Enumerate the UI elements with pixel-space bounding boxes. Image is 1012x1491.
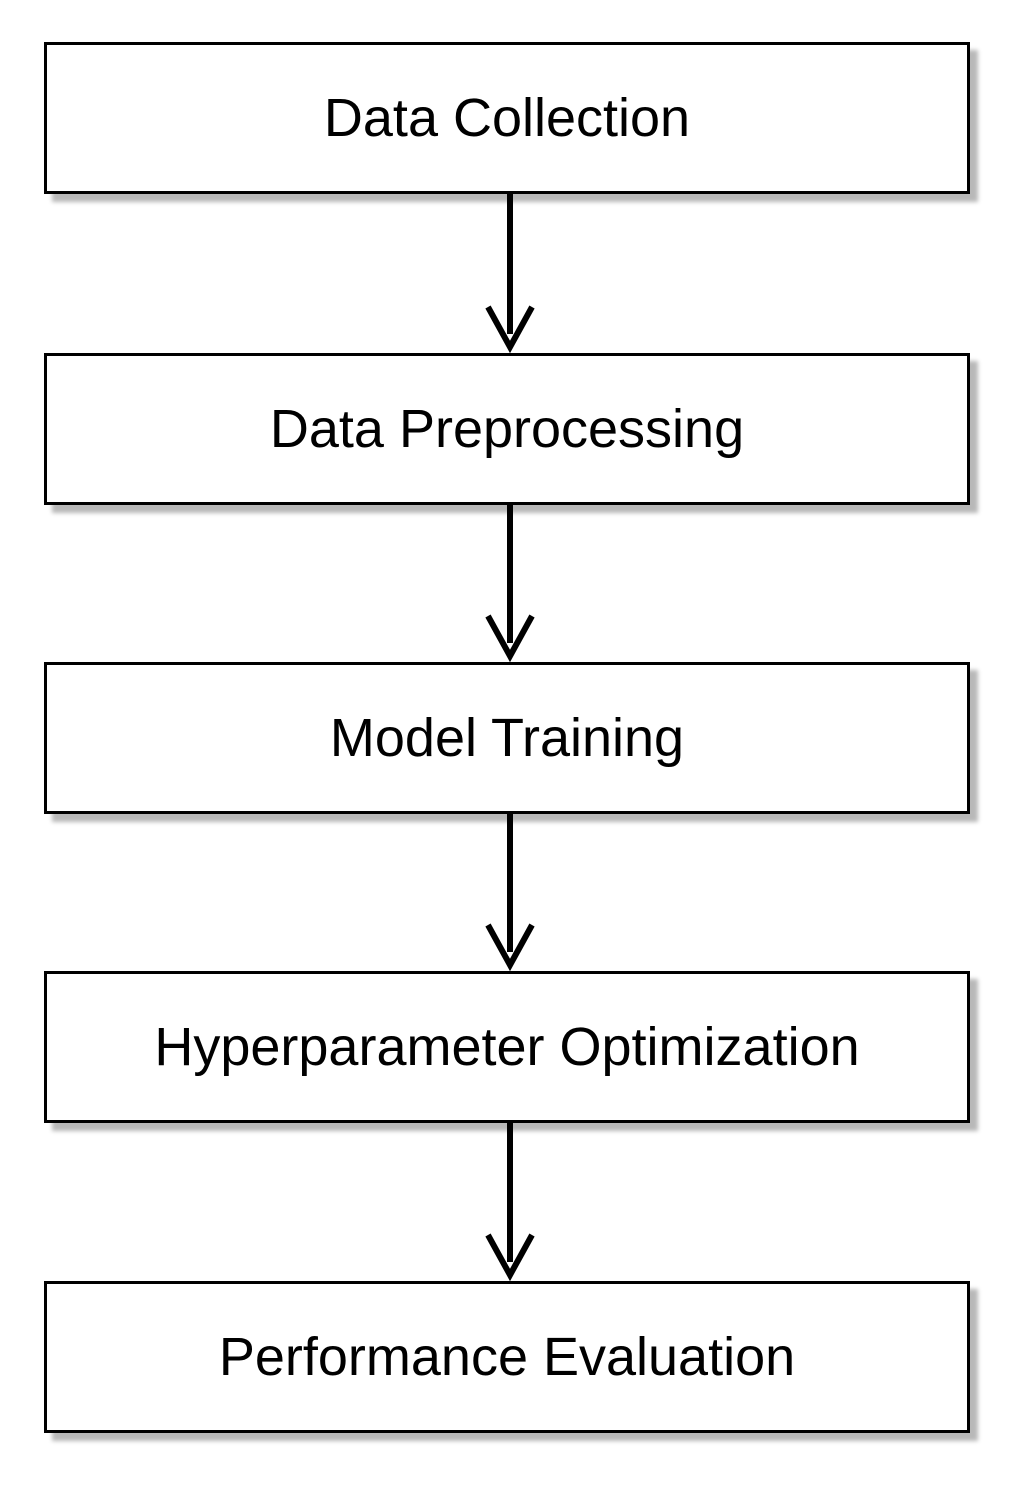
step-box-data-preprocessing: Data Preprocessing [44, 353, 970, 505]
step-box-model-training: Model Training [44, 662, 970, 814]
step-box-performance-evaluation: Performance Evaluation [44, 1281, 970, 1433]
step-box-hyperparameter-optimization: Hyperparameter Optimization [44, 971, 970, 1123]
arrow-down [485, 1123, 535, 1282]
step-label: Data Preprocessing [269, 399, 745, 459]
step-box-data-collection: Data Collection [44, 42, 970, 194]
arrow-down [485, 814, 535, 972]
arrow-down [485, 505, 535, 663]
step-label: Data Collection [323, 88, 691, 148]
arrow-down [485, 194, 535, 354]
step-label: Hyperparameter Optimization [154, 1017, 860, 1077]
step-label: Model Training [329, 708, 685, 768]
step-label: Performance Evaluation [218, 1327, 796, 1387]
